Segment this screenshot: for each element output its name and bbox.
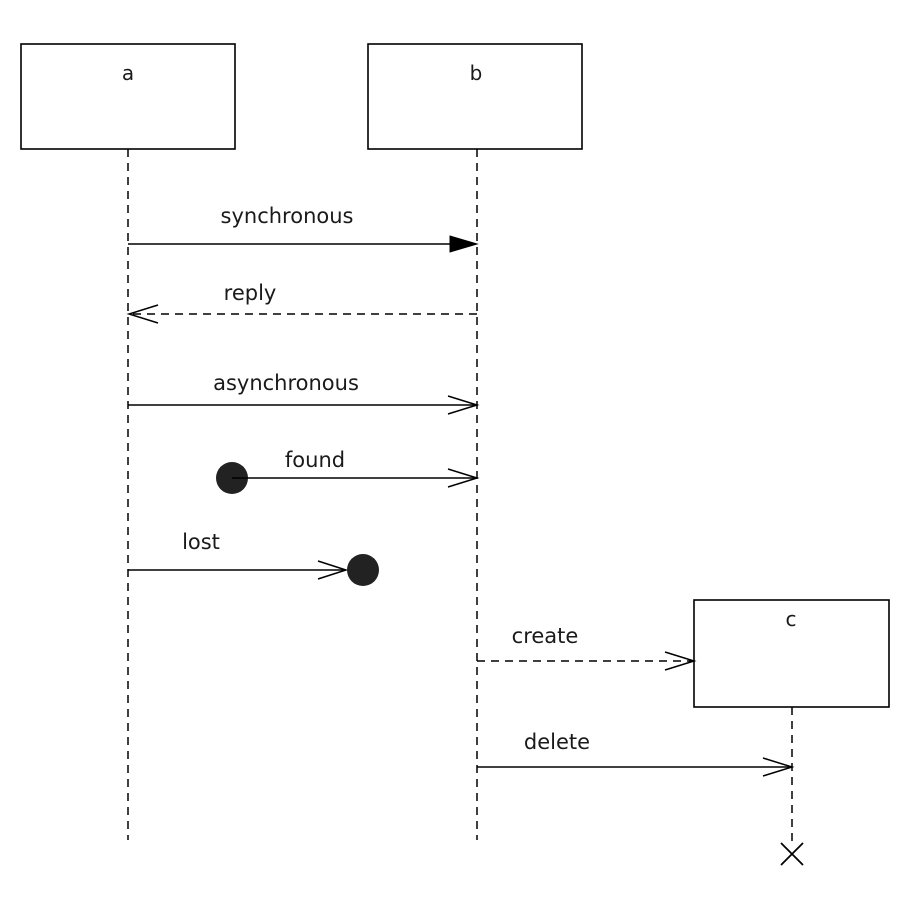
open-arrowhead-icon: [762, 757, 795, 777]
message-asynchronous[interactable]: asynchronous: [128, 371, 480, 415]
message-create-label: create: [512, 624, 579, 648]
object-a-label: a: [122, 61, 134, 85]
message-found[interactable]: found: [216, 448, 480, 494]
message-lost[interactable]: lost: [128, 530, 379, 586]
object-a-box: [20, 43, 236, 150]
object-c-label: c: [786, 607, 797, 631]
open-arrowhead-icon: [447, 395, 480, 415]
object-b-label: b: [470, 61, 483, 85]
message-reply[interactable]: reply: [126, 281, 477, 324]
object-c-box: [693, 599, 890, 708]
message-delete-label: delete: [524, 730, 590, 754]
lost-dot-icon: [347, 554, 379, 586]
object-b[interactable]: b: [367, 43, 583, 150]
open-arrowhead-icon: [447, 468, 480, 488]
open-arrowhead-icon: [664, 651, 697, 671]
message-synchronous-label: synchronous: [221, 204, 354, 228]
open-arrowhead-icon: [317, 560, 349, 580]
message-asynchronous-label: asynchronous: [213, 371, 359, 395]
destroy-x-icon: [780, 842, 804, 866]
message-reply-label: reply: [224, 281, 277, 305]
message-found-label: found: [285, 448, 345, 472]
object-a[interactable]: a: [20, 43, 236, 150]
message-lost-label: lost: [182, 530, 220, 554]
filled-arrowhead-icon: [449, 235, 479, 253]
message-create[interactable]: create: [477, 624, 697, 671]
message-delete[interactable]: delete: [477, 730, 795, 777]
message-synchronous[interactable]: synchronous: [128, 204, 479, 253]
open-arrowhead-icon: [126, 304, 159, 324]
object-b-box: [367, 43, 583, 150]
object-c[interactable]: c: [693, 599, 890, 708]
